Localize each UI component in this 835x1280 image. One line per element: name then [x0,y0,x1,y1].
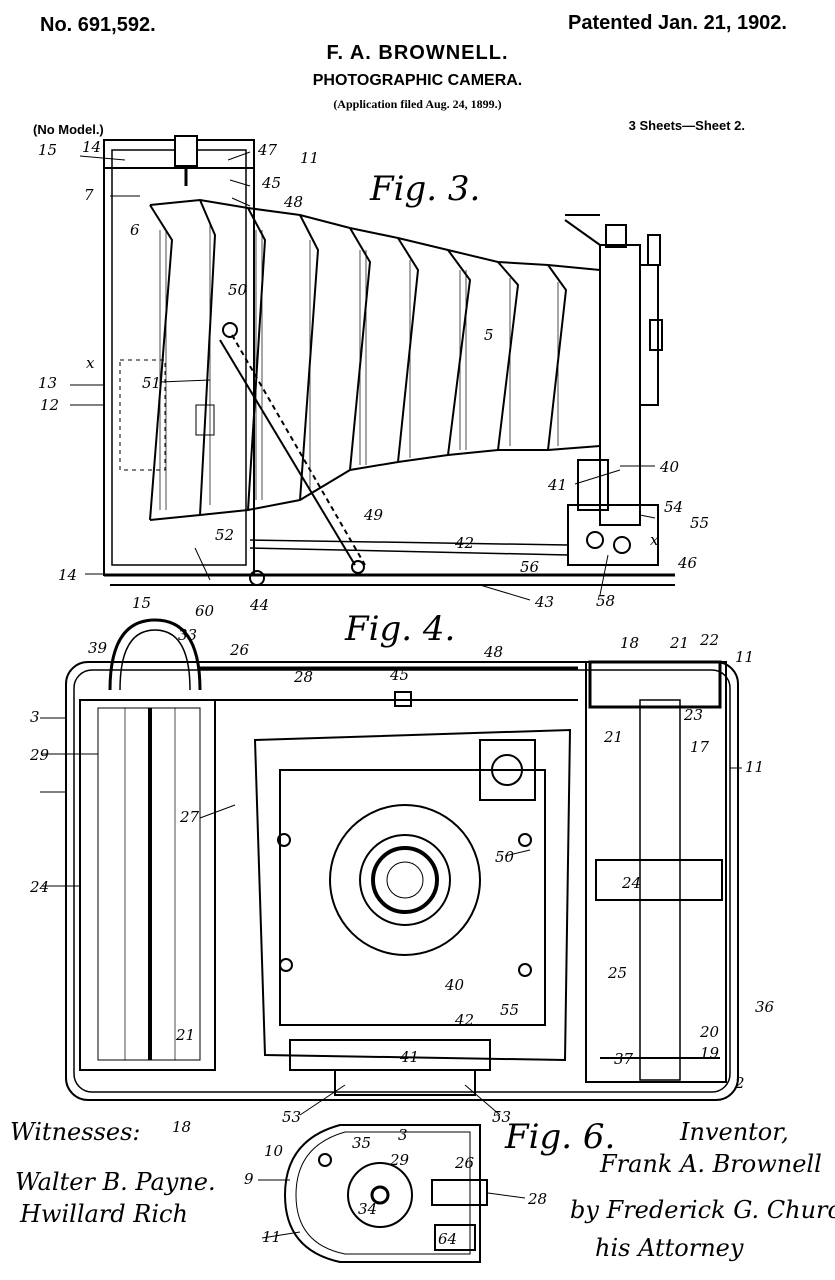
attorney-signature: by Frederick G. Church [570,1196,835,1224]
fig3-ref-label: 45 [261,174,281,192]
fig3-ref-label: 55 [690,514,709,532]
fig3-ref-label: 56 [520,558,540,576]
fig4-ref-label: 27 [179,808,200,826]
fig3-ref-label: 46 [677,554,698,572]
fig4-ref-label: 26 [229,641,250,659]
fig3-ref-label: 7 [84,186,94,204]
fig3-ref-label: 11 [300,149,319,167]
fig4-ref-label: 24 [29,878,49,896]
fig4-caption: Fig. 4. [344,609,455,649]
fig3-ref-label: 44 [249,596,269,614]
witness-signature-1: Walter B. Payne. [15,1168,216,1196]
fig6-ref-label: 18 [172,1118,191,1136]
fig3-ref-label: 40 [659,458,680,476]
fig3-ref-label: 50 [228,281,248,299]
fig4-ref-label: 11 [735,648,754,666]
fig3-ref-label: 49 [363,506,384,524]
fig6-ref-label: 28 [527,1190,547,1208]
fig6-ref-label: 35 [352,1134,371,1152]
fig6-caption: Fig. 6. [504,1117,615,1157]
fig4-ref-label: 55 [500,1001,519,1019]
patent-title: PHOTOGRAPHIC CAMERA. [312,72,523,89]
fig3-ref-label: 54 [664,498,683,516]
fig3-ref-label: 14 [82,138,101,156]
fig4-drawing [40,618,742,1116]
fig3-ref-label: 60 [195,602,215,620]
fig3-ref-label: 48 [283,193,303,211]
fig3-ref-label: 52 [215,526,234,544]
fig4-ref-label: 45 [389,666,409,684]
fig4-ref-label: 21 [175,1026,195,1044]
fig3-ref-label: 43 [534,593,554,611]
model-note: (No Model.) [33,122,104,137]
fig6-ref-label: 29 [389,1151,410,1169]
fig4-ref-label: 29 [29,746,50,764]
sheet-count: 3 Sheets—Sheet 2. [628,118,745,133]
fig3-ref-label: 12 [40,396,59,414]
fig3-caption: Fig. 3. [369,169,480,209]
fig4-ref-label: 25 [607,964,627,982]
fig3-drawing [70,135,675,601]
fig6-ref-label: 26 [454,1154,475,1172]
fig3-ref-label: 13 [38,374,57,392]
fig3-ref-label: 15 [132,594,151,612]
fig4-ref-label: 18 [620,634,639,652]
fig6-ref-label: 34 [358,1200,377,1218]
fig4-ref-label: 21 [603,728,623,746]
fig4-ref-label: 33 [178,626,197,644]
fig4-ref-label: 28 [293,668,313,686]
fig6-ref-label: 10 [264,1142,284,1160]
fig4-ref-label: 36 [755,998,775,1016]
fig3-ref-label: 42 [454,534,474,552]
fig3-ref-label: 51 [142,374,161,392]
fig4-ref-label: 22 [699,631,719,649]
witness-signature-2: Hwillard Rich [19,1200,188,1228]
fig4-ref-label: 3 [30,708,40,726]
fig4-ref-label: 50 [495,848,515,866]
fig3-ref-label: 15 [38,141,57,159]
inventor-label: Inventor, [679,1118,789,1146]
fig3-ref-label: 6 [130,221,140,239]
filing-date: (Application filed Aug. 24, 1899.) [333,97,502,111]
fig4-ref-label: 21 [669,634,689,652]
fig6-ref-label: 11 [262,1228,281,1246]
fig3-ref-label: x [86,354,95,372]
fig4-ref-label: 48 [483,643,503,661]
fig4-ref-label: 2 [734,1074,745,1092]
fig4-ref-label: 23 [683,706,703,724]
attorney-label: his Attorney [595,1234,744,1262]
fig4-ref-label: 42 [454,1011,474,1029]
fig4-ref-label: 17 [690,738,710,756]
fig4-ref-label: 11 [745,758,764,776]
fig4-ref-label: 41 [399,1048,419,1066]
fig4-ref-label: 53 [492,1108,511,1126]
witnesses-label: Witnesses: [10,1118,140,1146]
fig4-ref-label: 40 [444,976,465,994]
fig3-ref-label: 41 [547,476,567,494]
fig6-ref-label: 64 [438,1230,457,1248]
fig4-ref-label: 53 [282,1108,301,1126]
fig4-ref-label: 19 [700,1044,720,1062]
fig3-ref-label: x [650,531,659,549]
inventor-name: F. A. BROWNELL. [326,42,509,64]
fig6-ref-label: 3 [398,1126,408,1144]
fig6-drawing [258,1124,526,1263]
inventor-signature: Frank A. Brownell [599,1150,822,1178]
fig3-ref-label: 5 [484,326,494,344]
fig3-ref-label: 14 [58,566,77,584]
patent-date: Patented Jan. 21, 1902. [567,12,787,34]
fig4-ref-label: 39 [88,639,108,657]
fig6-ref-label: 9 [244,1170,254,1188]
fig4-ref-label: 24 [621,874,641,892]
fig3-ref-label: 47 [257,141,278,159]
fig4-ref-label: 20 [699,1023,720,1041]
fig3-ref-label: 58 [596,592,615,610]
patent-number: No. 691,592. [40,14,156,36]
fig4-ref-label: 37 [614,1050,634,1068]
